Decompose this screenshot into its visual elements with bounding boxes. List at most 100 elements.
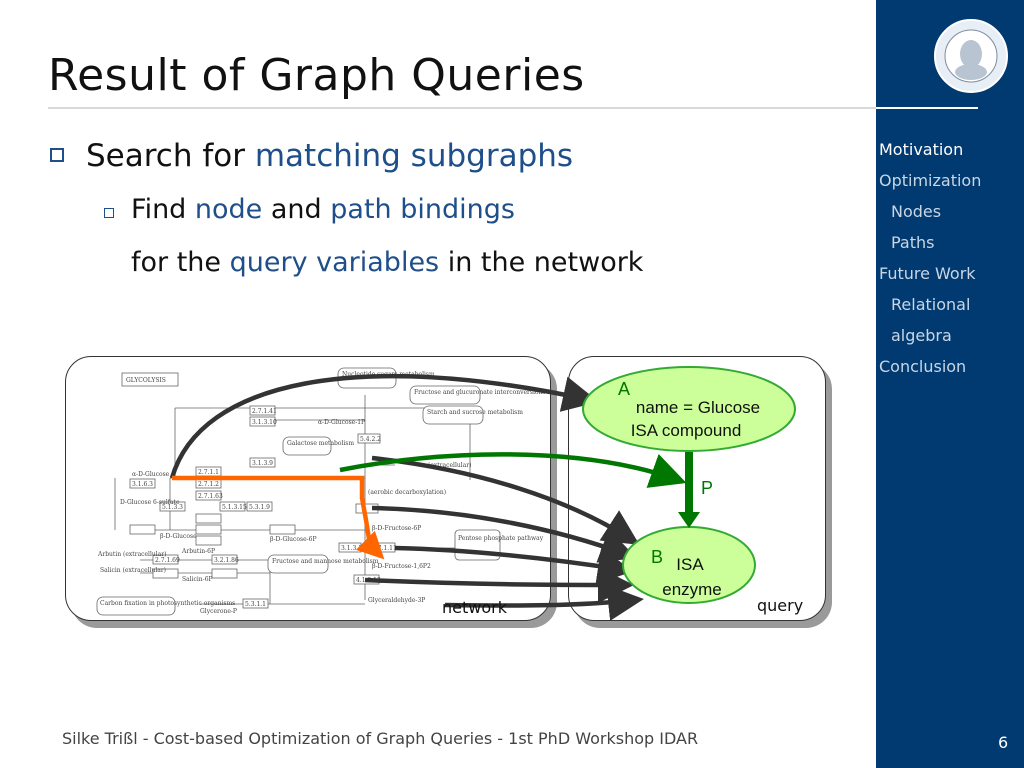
university-seal-icon	[934, 19, 1008, 93]
map-label: β-D-Glucose-6P	[270, 536, 317, 543]
map-label: Fructose and glucuronate interconversion…	[414, 389, 545, 396]
nav-item-relational[interactable]: Relational	[891, 295, 971, 314]
pathway-text: GLYCOLYSIS Nucleotide sugars metabolism …	[97, 371, 545, 615]
map-box	[409, 385, 481, 405]
map-label: (aerobic decarboxylation)	[368, 489, 446, 496]
query-node-a-line2: ISA compound	[631, 421, 742, 440]
enzyme-label: 3.1.3.9	[252, 460, 273, 467]
nav-item-optimization[interactable]: Optimization	[879, 171, 982, 190]
slide-title: Result of Graph Queries	[48, 50, 585, 101]
binding-arrow-b	[371, 505, 637, 563]
map-label: α-D-Glucose	[132, 471, 170, 478]
bullet-find: Find node and path bindings	[131, 194, 515, 225]
map-label: Arbutin-6P	[181, 548, 215, 555]
highlight-query-variables: query variables	[229, 247, 440, 278]
enzyme-box	[211, 568, 238, 579]
square-bullet-icon	[50, 148, 64, 162]
query-node-a-line1: name = Glucose	[636, 398, 760, 417]
enzyme-label: 5.3.1.9	[249, 504, 270, 511]
enzyme-box	[152, 568, 179, 579]
footer-text: Silke Trißl - Cost-based Optimization of…	[62, 729, 699, 748]
enzyme-box	[242, 598, 269, 609]
enzyme-label: 2.7.1.63	[198, 493, 223, 500]
enzyme-box	[152, 554, 179, 565]
query-label: query	[757, 596, 804, 615]
map-box	[96, 596, 176, 616]
enzyme-box	[195, 524, 222, 535]
map-box	[422, 405, 484, 425]
nav-item-nodes[interactable]: Nodes	[891, 202, 942, 221]
map-label: Starch and sucrose metabolism	[427, 409, 523, 416]
enzyme-box	[219, 501, 246, 512]
map-box	[282, 436, 332, 456]
map-label: Glyceraldehyde-3P	[368, 597, 425, 604]
query-node-a	[582, 366, 796, 452]
map-label: Salicin (extracellular)	[100, 567, 166, 574]
nav-item-motivation[interactable]: Motivation	[879, 140, 964, 159]
enzyme-label: 3.1.6.3	[132, 481, 153, 488]
enzyme-label: 2.7.1.11	[372, 545, 397, 552]
query-node-b-line1: ISA	[676, 555, 704, 574]
nav-item-algebra[interactable]: algebra	[891, 326, 952, 345]
map-label: Glycerone-P	[200, 608, 237, 615]
enzyme-label: 2.7.1.2	[198, 481, 219, 488]
nav-item-future-work[interactable]: Future Work	[879, 264, 976, 283]
enzyme-box	[249, 405, 276, 416]
enzyme-label: 2.7.1.69	[155, 557, 180, 564]
enzyme-box	[249, 457, 276, 468]
bullet-find-continuation: for the query variables in the network	[131, 247, 643, 278]
enzyme-box	[269, 524, 296, 535]
enzyme-box	[195, 490, 222, 501]
enzyme-label: 3.1.3.11	[341, 545, 366, 552]
enzyme-box	[249, 416, 276, 427]
bullet-search-prefix: Search for	[86, 138, 255, 174]
query-node-b-id: B	[651, 547, 663, 567]
square-bullet-icon	[104, 208, 114, 218]
enzyme-box	[357, 433, 381, 444]
binding-arrows	[169, 373, 644, 621]
pathway-title-box	[121, 372, 179, 387]
sidebar	[876, 0, 1024, 768]
map-label: (extracellular)	[428, 462, 471, 469]
highlight-path-bindings: path bindings	[330, 194, 515, 225]
enzyme-label: 5.1.3.15	[222, 504, 247, 511]
binding-arrow-a	[169, 373, 599, 479]
map-label: Fructose and mannose metabolism	[272, 558, 379, 565]
enzyme-box	[195, 535, 222, 546]
enzyme-label: 5.4.2.2	[360, 436, 381, 443]
binding-arrow-b	[444, 585, 644, 621]
enzyme-box	[246, 501, 273, 512]
query-node-a-id: A	[618, 379, 630, 399]
map-label: Salicin-6P	[182, 576, 213, 583]
map-label: β-D-Glucose	[160, 533, 197, 540]
nav-item-conclusion[interactable]: Conclusion	[879, 357, 967, 376]
map-box	[267, 554, 329, 574]
enzyme-box	[211, 554, 238, 565]
pathway-title: GLYCOLYSIS	[126, 377, 166, 384]
enzyme-box	[129, 524, 156, 535]
map-label: α-D-Glucose-1P	[318, 419, 365, 426]
enzyme-label: 3.1.3.10	[252, 419, 277, 426]
title-divider-sidebar	[876, 107, 978, 109]
text-part: Find	[131, 194, 195, 225]
nav-item-paths[interactable]: Paths	[891, 233, 935, 252]
enzyme-label: 3.2.1.86	[214, 557, 239, 564]
enzyme-box	[129, 478, 156, 489]
text-part: and	[262, 194, 331, 225]
bullet-search: Search for matching subgraphs	[86, 138, 573, 174]
query-edge-arrowhead	[678, 512, 700, 528]
highlight-node: node	[194, 194, 263, 225]
nav-menu: Motivation Optimization Nodes Paths Futu…	[879, 137, 981, 385]
query-edge-label: P	[701, 478, 713, 498]
page-number: 6	[998, 733, 1009, 752]
binding-arrow-b	[364, 566, 634, 603]
enzyme-label: 5.3.1.1	[245, 601, 266, 608]
binding-arrow-b	[394, 545, 634, 584]
network-label: network	[442, 598, 507, 617]
enzyme-label: 2.7.1.41	[252, 408, 277, 415]
map-label: Arbutin (extracellular)	[97, 551, 166, 558]
enzyme-label: 5.1.3.3	[162, 504, 183, 511]
enzyme-box	[159, 501, 186, 512]
query-node-b-line2: enzyme	[662, 580, 722, 599]
